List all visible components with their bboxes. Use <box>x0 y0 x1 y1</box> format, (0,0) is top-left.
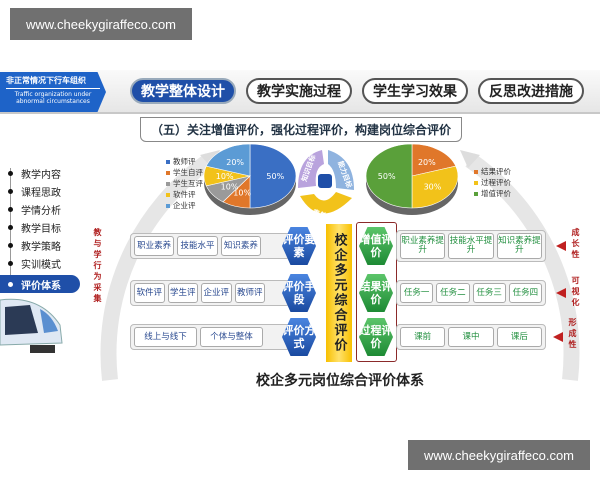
train-icon <box>318 174 332 188</box>
knowledge-goal-segment <box>298 150 324 188</box>
row-panel-right: 任务一 任务二 任务三 任务四 <box>396 280 546 306</box>
left-pie-data-label: 10% <box>216 172 234 181</box>
sidebar-item-content[interactable]: 教学内容 <box>8 166 61 181</box>
literacy-goal-segment <box>300 192 352 214</box>
left-pie-data-label: 50% <box>266 172 284 181</box>
banner-title: 非正常情况下行车组织 <box>6 75 100 89</box>
legend-item: 教师评 <box>173 157 196 166</box>
legend-item: 增值评价 <box>481 189 511 198</box>
sidebar-item-label: 课程思政 <box>21 188 61 199</box>
chip: 任务一 <box>400 283 434 303</box>
side-label: 形成性 <box>568 318 577 351</box>
sidebar-item-strategy[interactable]: 教学策略 <box>8 238 61 253</box>
left-pie-legend: 教师评 学生自评 学生互评 软件评 企业评 <box>166 156 203 211</box>
right-pie-slice <box>411 165 459 209</box>
chip: 线上与线下 <box>134 327 197 347</box>
sidebar-item-label: 评价体系 <box>21 280 61 292</box>
arrow-left-icon <box>556 241 566 251</box>
chip: 教师评 <box>234 283 265 303</box>
arrow-left-icon <box>553 332 563 342</box>
right-pie-data-label: 30% <box>424 182 442 191</box>
chip: 职业素养 <box>134 236 175 256</box>
chip: 技能水平 <box>177 236 218 256</box>
right-pie-data-label: 50% <box>378 172 396 181</box>
tab-reflection[interactable]: 反思改进措施 <box>478 78 584 104</box>
sidebar-item-training[interactable]: 实训模式 <box>8 256 61 271</box>
side-label: 成长性 <box>571 228 580 261</box>
right-pie-data-label: 20% <box>418 158 436 167</box>
left-arc-label: 教与学行为采集 <box>93 228 102 305</box>
chip: 技能水平提升 <box>448 233 494 259</box>
sidebar-item-label: 教学策略 <box>21 242 61 253</box>
legend-item: 软件评 <box>173 190 196 199</box>
chip: 任务二 <box>436 283 470 303</box>
legend-item: 学生自评 <box>173 168 203 177</box>
bullet-icon <box>8 243 13 248</box>
row-panel-left: 软件评 学生评 企业评 教师评 <box>130 280 290 306</box>
left-pie-slice <box>205 143 251 177</box>
goals-cycle: 知识目标 能力目标 素养目标 <box>298 150 354 225</box>
legend-item: 结果评价 <box>481 167 511 176</box>
side-label: 可视化 <box>571 276 580 309</box>
right-pie-slice <box>365 143 413 209</box>
banner-subtitle: Traffic organization under abnormal circ… <box>14 91 92 105</box>
sidebar-item-label: 学情分析 <box>21 206 61 217</box>
chip: 企业评 <box>201 283 232 303</box>
sidebar-item-evaluation[interactable]: 评价体系 <box>0 275 80 293</box>
bullet-icon <box>8 189 13 194</box>
left-pie-data-label: 20% <box>226 158 244 167</box>
chip: 学生评 <box>167 283 198 303</box>
center-evaluation-band: 校企多元综合评价 <box>326 224 352 362</box>
watermark-top: www.cheekygiraffeco.com <box>10 8 192 40</box>
section-subtitle: （五）关注增值评价，强化过程评价，构建岗位综合评价 <box>140 117 462 142</box>
chip: 知识素养 <box>220 236 261 256</box>
diagram-title: 校企多元岗位综合评价体系 <box>256 373 424 389</box>
chip: 课后 <box>496 327 542 347</box>
sidebar-item-analysis[interactable]: 学情分析 <box>8 202 61 217</box>
ability-goal-segment <box>328 150 354 190</box>
row-panel-right: 职业素养提升 技能水平提升 知识素养提升 <box>396 230 546 262</box>
bullet-icon <box>8 225 13 230</box>
arrow-left-icon <box>556 288 566 298</box>
chip: 课前 <box>400 327 446 347</box>
left-pie-data-label: 10% <box>233 189 251 198</box>
watermark-bottom: www.cheekygiraffeco.com <box>408 440 590 470</box>
tab-overall-design[interactable]: 教学整体设计 <box>130 78 236 104</box>
legend-item: 学生互评 <box>173 179 203 188</box>
sidebar-item-goals[interactable]: 教学目标 <box>8 220 61 235</box>
bullet-icon <box>8 171 13 176</box>
sidebar-item-label: 教学内容 <box>21 170 61 181</box>
chip: 任务三 <box>472 283 506 303</box>
bullet-icon <box>8 207 13 212</box>
train-image <box>0 298 63 353</box>
sidebar-item-label: 教学目标 <box>21 224 61 235</box>
right-pie-slice <box>411 143 457 177</box>
left-pie-slice <box>249 143 297 209</box>
row-panel-left: 职业素养 技能水平 知识素养 <box>130 233 290 259</box>
chip: 职业素养提升 <box>400 233 446 259</box>
tab-learning-effect[interactable]: 学生学习效果 <box>362 78 468 104</box>
sidebar-item-label: 实训模式 <box>21 260 61 271</box>
course-banner: 非正常情况下行车组织 Traffic organization under ab… <box>0 72 106 112</box>
row-panel-left: 线上与线下 个体与整体 <box>130 324 290 350</box>
row-panel-right: 课前 课中 课后 <box>396 324 546 350</box>
bullet-icon <box>8 261 13 266</box>
tab-implementation[interactable]: 教学实施过程 <box>246 78 352 104</box>
sidebar-item-ideology[interactable]: 课程思政 <box>8 184 61 199</box>
left-pie-data-label: 10% <box>221 182 239 191</box>
chip: 个体与整体 <box>200 327 263 347</box>
chip: 知识素养提升 <box>496 233 542 259</box>
legend-item: 过程评价 <box>481 178 511 187</box>
chip: 课中 <box>448 327 494 347</box>
bullet-icon <box>8 281 13 287</box>
chip: 任务四 <box>508 283 542 303</box>
legend-item: 企业评 <box>173 201 196 210</box>
right-pie-legend: 结果评价 过程评价 增值评价 <box>474 166 511 199</box>
chip: 软件评 <box>134 283 165 303</box>
